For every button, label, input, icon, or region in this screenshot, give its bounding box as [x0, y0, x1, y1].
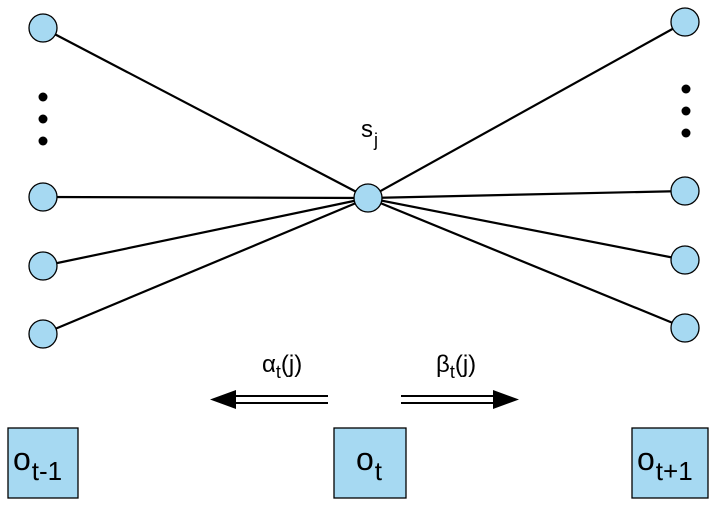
right-ellipsis-dot [681, 106, 691, 116]
right-state-node [670, 313, 700, 343]
left-state-node [28, 182, 58, 212]
left-ellipsis-dot [38, 92, 48, 102]
observation-box-t-minus-1 [7, 427, 79, 499]
right-double-arrow [401, 390, 519, 409]
right-state-node [670, 7, 700, 37]
edge-right-4 [367, 196, 686, 330]
left-state-node [28, 319, 58, 349]
left-ellipsis-dot [38, 114, 48, 124]
edge-left-1 [42, 27, 369, 199]
right-state-node [670, 176, 700, 206]
right-ellipsis-dot [681, 128, 691, 138]
center-state-node [353, 183, 383, 213]
edge-left-4 [42, 196, 369, 336]
right-ellipsis-dot [681, 84, 691, 94]
edge-left-2 [42, 195, 369, 200]
right-state-node [670, 245, 700, 275]
observation-label-t-plus-1: ot+1 [637, 441, 693, 486]
observation-box-t-plus-1 [631, 427, 709, 499]
left-double-arrow [210, 390, 328, 409]
left-ellipsis-dot [38, 136, 48, 146]
left-state-node [28, 13, 58, 43]
center-state-label: sj [361, 116, 378, 150]
edge-right-1 [367, 21, 686, 199]
observation-label-t-minus-1: ot-1 [13, 441, 62, 486]
alpha-label: αt(j) [262, 351, 302, 382]
observation-box-t [333, 427, 407, 499]
beta-label: βt(j) [436, 351, 476, 382]
edge-right-2 [367, 189, 686, 200]
observation-label-t: ot [356, 441, 383, 486]
edge-left-3 [42, 196, 369, 268]
edge-right-3 [367, 196, 686, 262]
left-state-node [28, 251, 58, 281]
